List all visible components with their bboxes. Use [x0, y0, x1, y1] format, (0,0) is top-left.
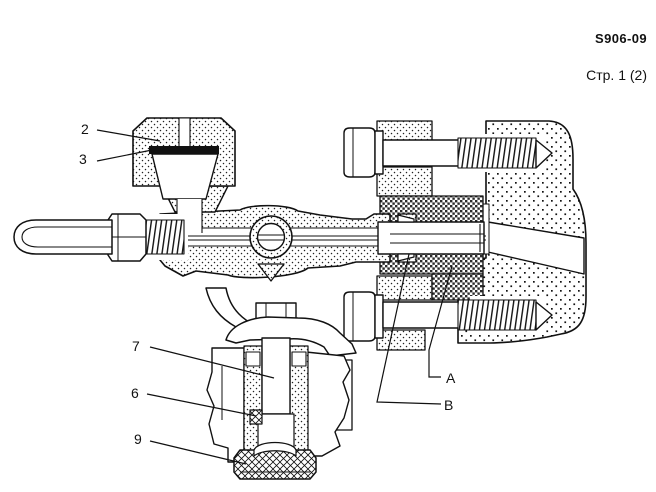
clamp-bracket	[225, 316, 357, 357]
cap-plug	[151, 153, 219, 200]
leader-3	[96, 149, 153, 162]
callout-leader-lines	[96, 129, 453, 465]
callout-7: 7	[132, 338, 140, 354]
callout-2: 2	[81, 121, 89, 137]
top-bolt	[343, 127, 553, 178]
lower-body-right	[305, 351, 351, 457]
cap-seal	[149, 146, 219, 154]
bottom-plug	[233, 449, 317, 480]
page-number-label: Стр. 1 (2)	[586, 67, 647, 83]
page-header: S906-09 Стр. 1 (2)	[586, 31, 647, 83]
document-number: S906-09	[595, 31, 647, 46]
housing-block	[457, 120, 587, 344]
leader-6	[146, 393, 257, 417]
flange-lower	[379, 251, 484, 275]
top-bolt-shaft	[382, 139, 461, 167]
flange-upper	[379, 195, 484, 225]
valve-cap	[132, 117, 236, 233]
bottom-bolt-threads	[457, 299, 537, 331]
leader-A	[428, 265, 453, 378]
leader-2	[96, 129, 161, 142]
callout-3: 3	[79, 151, 87, 167]
inlet-tube	[13, 213, 188, 262]
callout-B: B	[444, 397, 454, 413]
callout-A: A	[446, 370, 456, 386]
seal-ring	[249, 409, 263, 425]
leader-7	[149, 346, 275, 379]
top-bolt-threads	[457, 137, 537, 169]
callout-6: 6	[131, 385, 139, 401]
leader-9	[149, 440, 247, 465]
bottom-bolt	[343, 291, 553, 342]
lower-valve-assembly	[205, 287, 357, 480]
callout-9: 9	[134, 431, 142, 447]
lower-body-left	[206, 347, 245, 463]
top-bolt-head	[343, 127, 376, 178]
leader-B	[376, 253, 442, 405]
bottom-bolt-head	[343, 291, 376, 342]
tube-threads	[143, 219, 185, 255]
tube-outer	[13, 219, 113, 255]
bottom-bolt-shaft	[382, 301, 461, 329]
